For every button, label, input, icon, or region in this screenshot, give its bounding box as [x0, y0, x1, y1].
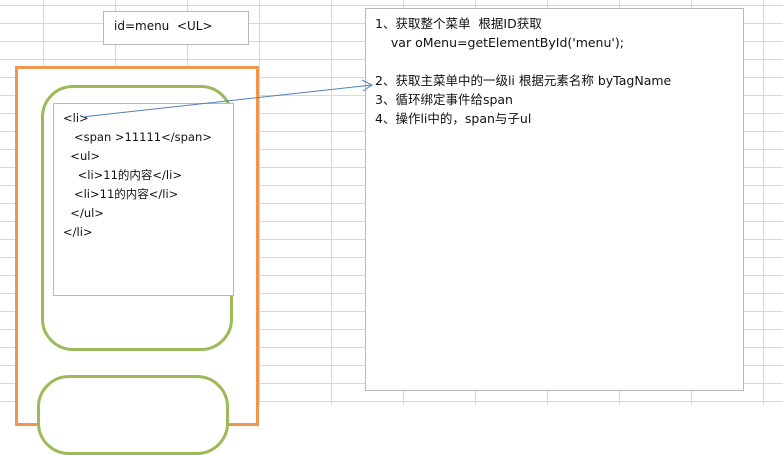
menu-id-text: id=menu <UL> [114, 19, 213, 33]
menu-id-label-box[interactable]: id=menu <UL> [103, 11, 249, 45]
code-line: <li>11的内容</li> [63, 168, 182, 182]
note-line: 1、获取整个菜单 根据ID获取 [375, 16, 542, 31]
connector-arrow[interactable] [0, 0, 783, 405]
note-line: 3、循环绑定事件给span [375, 92, 513, 107]
code-line: <span >11111</span> [63, 130, 212, 144]
code-line: </ul> [63, 206, 104, 220]
note-line: 2、获取主菜单中的一级li 根据元素名称 byTagName [375, 73, 672, 88]
note-line: 4、操作li中的，span与子ul [375, 111, 532, 126]
code-line: </li> [63, 225, 93, 239]
code-line: <li>11的内容</li> [63, 187, 179, 201]
steps-notes-textbox[interactable]: 1、获取整个菜单 根据ID获取 var oMenu=getElementById… [365, 8, 744, 391]
code-line: <ul> [63, 149, 101, 163]
code-line: <li> [63, 111, 89, 125]
note-line: var oMenu=getElementById('menu'); [375, 35, 624, 50]
li-code-textbox[interactable]: <li> <span >11111</span> <ul> <li>11的内容<… [53, 103, 234, 296]
arrow-line[interactable] [81, 84, 373, 118]
arrowhead-icon [361, 79, 373, 92]
